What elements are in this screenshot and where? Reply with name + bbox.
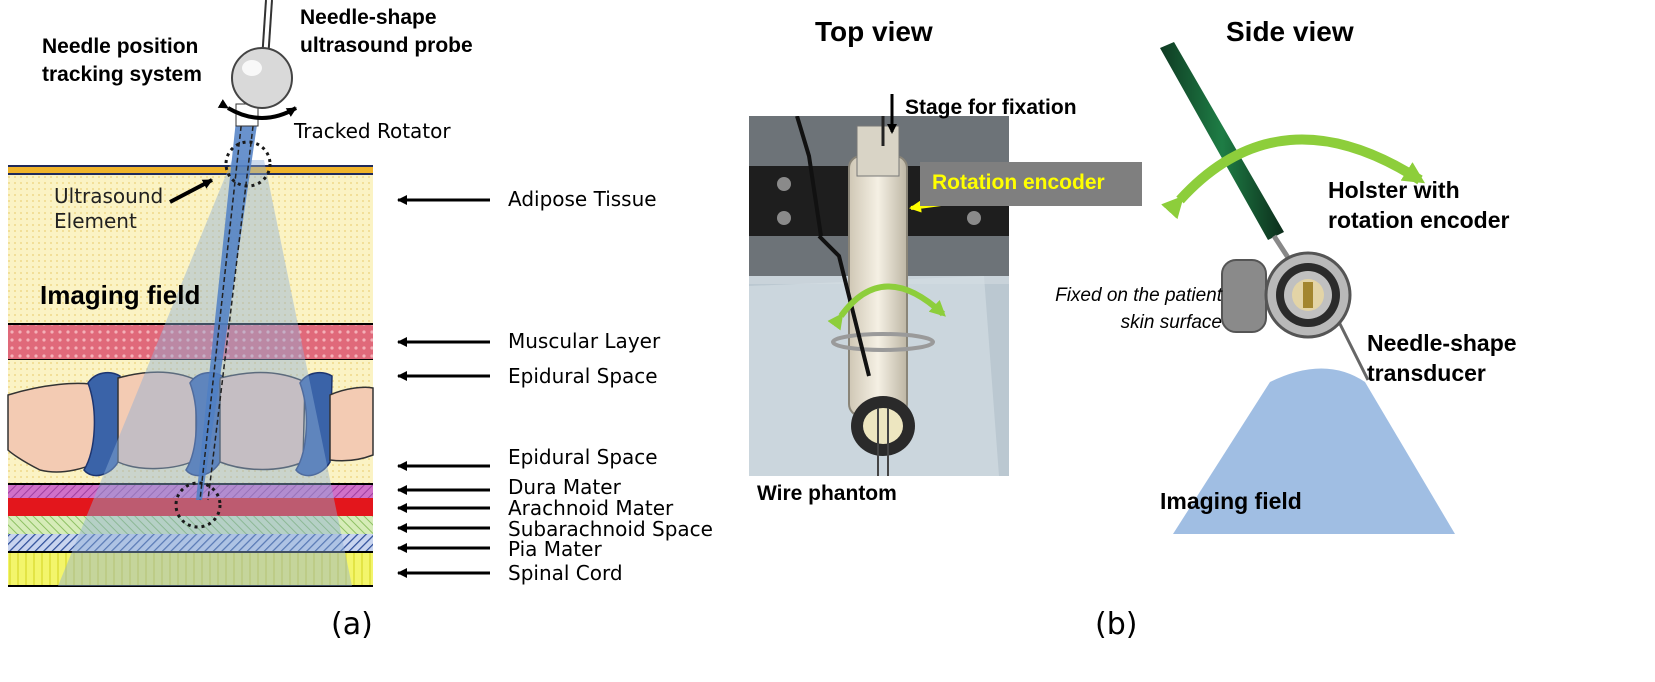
layer-label-epidural-upper: Epidural Space [508, 364, 658, 388]
element-label-line1: Ultrasound [54, 184, 164, 208]
probe-label-line1: Needle-shape [300, 6, 437, 29]
panel-a-diagram [7, 0, 490, 587]
arachnoid-layer [8, 498, 373, 516]
probe-label-line2: ultrasound probe [300, 34, 473, 57]
transducer-label: Needle-shape transducer [1367, 328, 1517, 388]
tracking-label-line2: tracking system [42, 63, 202, 86]
adipose-layer [8, 172, 373, 324]
side-view-diagram [1160, 42, 1455, 534]
encoder-label: Rotation encoder [932, 171, 1105, 194]
phantom-label: Wire phantom [757, 482, 897, 505]
layer-label-epidural-lower: Epidural Space [508, 445, 658, 469]
encoder-label-box [920, 162, 1142, 206]
transducer-label-line2: transducer [1367, 360, 1486, 386]
layer-label-subarachnoid: Subarachnoid Space [508, 517, 713, 541]
imaging-field-label-a: Imaging field [40, 280, 201, 310]
layer-label-adipose: Adipose Tissue [508, 187, 657, 211]
element-label: Ultrasound Element [54, 184, 163, 234]
imaging-field-label-b: Imaging field [1160, 488, 1302, 514]
side-view-title: Side view [1226, 16, 1354, 47]
holster-label-line1: Holster with [1328, 177, 1460, 203]
element-pointer [169, 178, 213, 204]
pia-layer [8, 534, 373, 552]
caption-a: (a) [331, 607, 373, 642]
tracking-label: Needle position tracking system [42, 33, 202, 89]
caption-b: (b) [1095, 607, 1138, 642]
imaging-beam [58, 160, 352, 586]
muscular-layer [8, 324, 373, 360]
holster-encoder [1221, 251, 1352, 339]
tip-circle [174, 481, 222, 529]
holster-label: Holster with rotation encoder [1328, 175, 1509, 235]
rotator-sphere [231, 47, 293, 109]
spinal-cord-layer [8, 552, 373, 586]
rotator-label: Tracked Rotator [294, 119, 451, 143]
vertebrae [7, 371, 374, 477]
layer-label-dura: Dura Mater [508, 475, 621, 499]
top-view-title: Top view [815, 16, 933, 47]
side-imaging-fan [1173, 368, 1455, 534]
tracking-label-line1: Needle position [42, 35, 199, 58]
fixed-label-line2: skin surface [1120, 312, 1222, 333]
rotation-arrow [217, 99, 298, 120]
layer-label-muscular: Muscular Layer [508, 329, 661, 353]
stage-label: Stage for fixation [905, 96, 1077, 119]
probe-label: Needle-shape ultrasound probe [300, 4, 473, 60]
top-rotation-arrow [827, 283, 946, 331]
holster-label-line2: rotation encoder [1328, 207, 1510, 233]
layer-label-arachnoid: Arachnoid Mater [508, 496, 674, 520]
transducer-label-line1: Needle-shape [1367, 330, 1517, 356]
element-circle [224, 140, 272, 188]
element-label-line2: Element [54, 209, 137, 233]
side-needle-tip [1336, 319, 1370, 381]
layer-label-spinal-cord: Spinal Cord [508, 561, 623, 585]
dura-layer [8, 484, 373, 498]
layer-arrows [397, 195, 490, 578]
skin-line [8, 166, 373, 174]
layer-label-pia: Pia Mater [508, 537, 602, 561]
fixed-label-line1: Fixed on the patient [1055, 285, 1222, 306]
fixed-label: Fixed on the patient skin surface [1022, 282, 1222, 336]
side-rotation-arrow [1161, 134, 1426, 220]
